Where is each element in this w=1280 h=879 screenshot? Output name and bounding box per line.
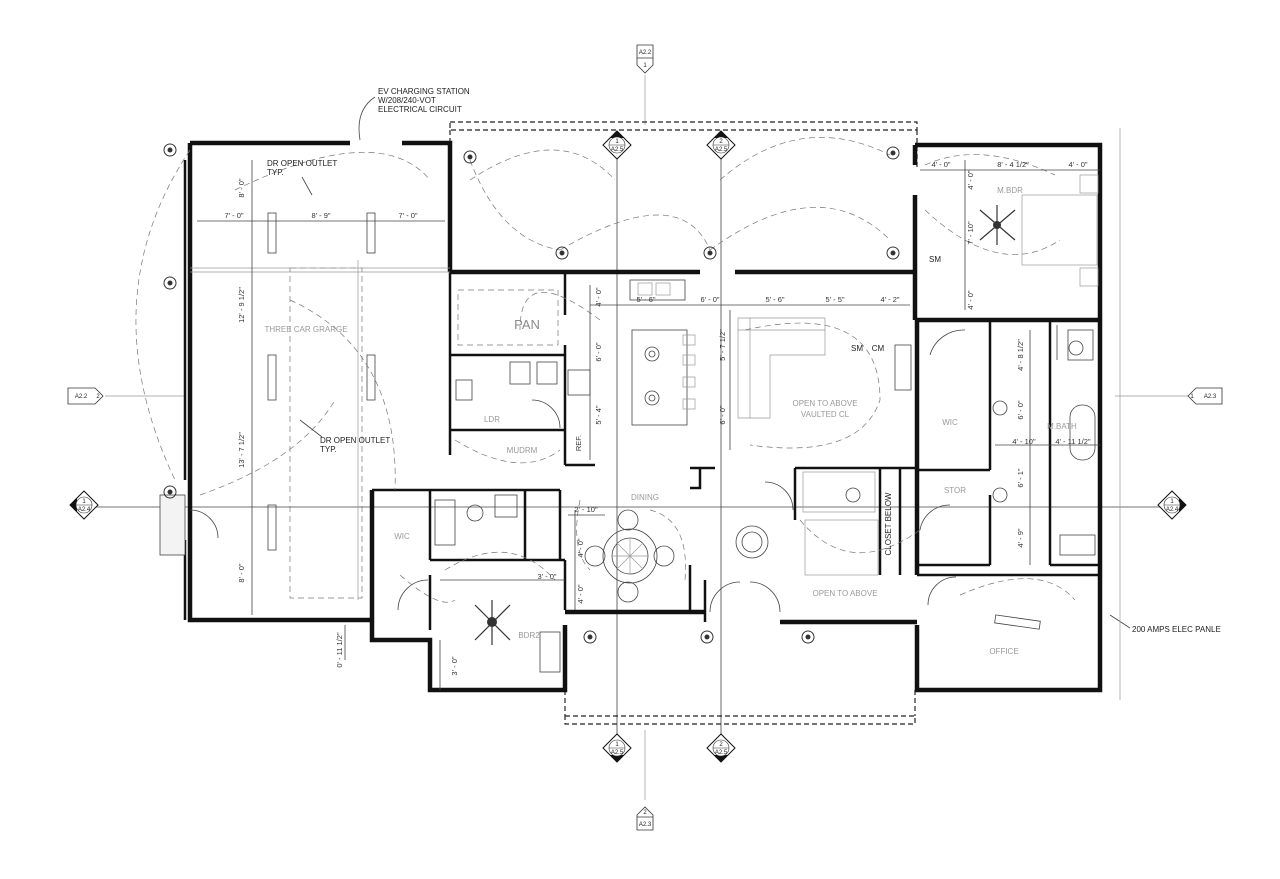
master-suite-elements xyxy=(919,154,1099,556)
dining-elements xyxy=(576,471,921,613)
utility-elements xyxy=(454,289,561,464)
dim-kitchen-6-0-vertical: 6' - 0" xyxy=(594,342,603,361)
room-label-master-wic: WIC xyxy=(942,418,958,427)
section-right-number: 1 xyxy=(1170,499,1174,505)
dim-dining-2-10: 2' - 10" xyxy=(574,505,598,514)
section-2-bottom-sheet: A2.5 xyxy=(715,750,728,756)
dim-master-4-0-a: 4' - 0" xyxy=(931,160,950,169)
garage-elements xyxy=(135,149,450,600)
electrical-panel-note: 200 AMPS ELEC PANLE xyxy=(1132,625,1221,634)
room-label-storage: STOR xyxy=(944,486,966,495)
dim-bath-4-11: 4' - 11 1/2" xyxy=(1055,437,1091,446)
section-1-bottom-sheet: A2.5 xyxy=(611,750,624,756)
dimension-labels: 8' - 0" 7' - 0" 8' - 9" 7' - 0" 12' - 9 … xyxy=(224,160,1091,676)
dr-outlet-note-1-line-1: DR OPEN OUTLET xyxy=(267,159,337,168)
room-label-left-wic: WIC xyxy=(394,532,410,541)
ev-note-line-2: W/208/240-VOT xyxy=(378,96,436,105)
room-label-garage: THREE CAR GRARGE xyxy=(264,325,347,334)
dim-0-11: 0' - 11 1/2" xyxy=(335,632,344,668)
bedroom-wing-elements xyxy=(397,494,561,673)
dim-kitchen-5-6-a: 5' - 6" xyxy=(636,295,655,304)
section-2-top-sheet: A2.5 xyxy=(715,147,728,153)
ev-note-line-3: ELECTRICAL CIRCUIT xyxy=(378,105,462,114)
label-sm-living: SM xyxy=(851,344,863,353)
dim-living-6-0: 6' - 0" xyxy=(718,405,727,424)
tag-right-number: 1 xyxy=(1190,394,1194,400)
dim-master-4-0-b: 4' - 0" xyxy=(1068,160,1087,169)
dim-garage-8-0-top: 8' - 0" xyxy=(237,178,246,197)
dim-bedroom-3-0: 3' - 0" xyxy=(537,572,556,581)
room-label-vaulted-ceiling: VAULTED CL xyxy=(801,410,850,419)
room-label-laundry: LDR xyxy=(484,415,500,424)
tag-top-number: 1 xyxy=(643,63,647,69)
label-sm-master: SM xyxy=(929,255,941,264)
room-label-closet-below: CLOSET BELOW xyxy=(884,492,893,555)
office-elements xyxy=(927,576,1076,630)
section-2-top-number: 2 xyxy=(719,139,723,145)
section-left-sheet: A2.4 xyxy=(78,507,91,513)
kitchen-living-elements xyxy=(469,137,912,449)
dim-master-7-10: 7' - 10" xyxy=(966,221,975,245)
tag-top-sheet: A2.2 xyxy=(639,50,652,56)
section-1-top-sheet: A2.5 xyxy=(611,147,624,153)
exterior-lights xyxy=(163,143,900,644)
dim-bath-4-10: 4' - 10" xyxy=(1012,437,1036,446)
dim-kitchen-4-0: 4' - 0" xyxy=(594,287,603,306)
dim-kitchen-5-5: 5' - 5" xyxy=(825,295,844,304)
dim-dining-4-0-b: 4' - 0" xyxy=(576,584,585,603)
ev-note-line-1: EV CHARGING STATION xyxy=(378,87,470,96)
section-1-bottom-number: 1 xyxy=(615,742,619,748)
dim-kitchen-4-2: 4' - 2" xyxy=(880,295,899,304)
dim-kitchen-5-4: 5' - 4" xyxy=(594,405,603,424)
grid-lines xyxy=(90,75,1190,800)
tag-bottom-sheet: A2.3 xyxy=(639,822,652,828)
room-label-mudroom: MUDRM xyxy=(507,446,538,455)
room-label-open-to-above: OPEN TO ABOVE xyxy=(812,589,877,598)
dim-bedroom-3-0-vertical: 3' - 0" xyxy=(450,656,459,675)
dim-garage-7-0-a: 7' - 0" xyxy=(224,211,243,220)
room-label-open-to-above-vaulted: OPEN TO ABOVE xyxy=(792,399,857,408)
section-2-bottom-number: 2 xyxy=(719,742,723,748)
room-label-bedroom-2: BDR2 xyxy=(518,631,540,640)
dim-bath-6-0: 6' - 0" xyxy=(1016,400,1025,419)
dim-dining-4-0-a: 4' - 0" xyxy=(576,538,585,557)
tag-bottom-number: 2 xyxy=(643,810,647,816)
room-label-pantry: PAN xyxy=(514,317,540,332)
dim-garage-8-9: 8' - 9" xyxy=(311,211,330,220)
tag-right-sheet: A2.3 xyxy=(1204,394,1217,400)
section-left-number: 1 xyxy=(82,499,86,505)
dr-outlet-note-1-line-2: TYP. xyxy=(267,168,284,177)
dr-outlet-note-2-line-1: DR OPEN OUTLET xyxy=(320,436,390,445)
room-label-master-bath: M.BATH xyxy=(1047,422,1077,431)
section-1-top-number: 1 xyxy=(615,139,619,145)
tag-left-sheet: A2.2 xyxy=(75,394,88,400)
section-right-sheet: A2.4 xyxy=(1166,507,1179,513)
tag-left-number: 2 xyxy=(96,394,100,400)
dim-bath-4-8: 4' - 8 1/2" xyxy=(1016,339,1025,371)
dim-bath-6-1: 6' - 1" xyxy=(1016,468,1025,487)
dim-master-4-0-vertical: 4' - 0" xyxy=(966,170,975,189)
room-label-dining: DINING xyxy=(631,493,659,502)
room-label-refrigerator: REF. xyxy=(574,435,583,451)
dim-living-5-7: 5' - 7 1/2" xyxy=(718,329,727,361)
section-tags: A2.2 1 2 A2.3 A2.2 2 1 A2.3 1 A2.5 2 A2.… xyxy=(67,44,1223,831)
dim-kitchen-6-0: 6' - 0" xyxy=(700,295,719,304)
dim-garage-8-0-bottom: 8' - 0" xyxy=(237,563,246,582)
dim-garage-7-0-b: 7' - 0" xyxy=(398,211,417,220)
dim-master-8-4: 8' - 4 1/2" xyxy=(997,160,1029,169)
room-label-office: OFFICE xyxy=(989,647,1018,656)
label-cm-living: CM xyxy=(872,344,885,353)
dim-garage-12-9: 12' - 9 1/2" xyxy=(237,287,246,323)
dimension-lines xyxy=(197,96,1131,700)
walls xyxy=(183,140,1103,693)
dim-master-4-0-vertical-2: 4' - 0" xyxy=(966,290,975,309)
room-label-master-bedroom: M.BDR xyxy=(997,186,1023,195)
dr-outlet-note-2-line-2: TYP. xyxy=(320,445,337,454)
annotation-notes: EV CHARGING STATION W/208/240-VOT ELECTR… xyxy=(267,87,1221,634)
room-labels: THREE CAR GRARGE PAN LDR MUDRM REF. OPEN… xyxy=(264,186,1077,656)
dim-kitchen-5-6-b: 5' - 6" xyxy=(765,295,784,304)
dim-garage-13-7: 13' - 7 1/2" xyxy=(237,432,246,468)
dim-bath-4-9: 4' - 9" xyxy=(1016,528,1025,547)
